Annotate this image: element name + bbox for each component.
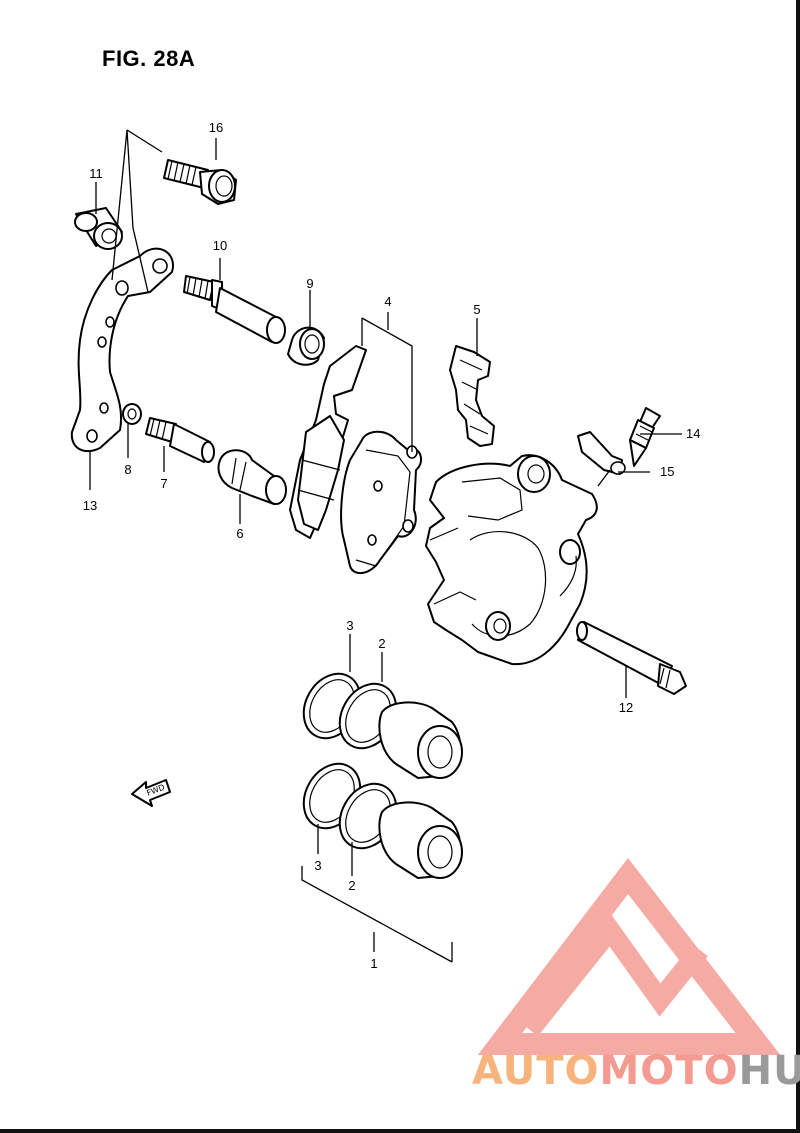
watermark-moto: MOTO (599, 1048, 739, 1094)
part-12-guide-pin (576, 621, 687, 695)
watermark-auto: AUTO (472, 1048, 600, 1094)
part-9-boot (287, 326, 325, 366)
part-4-brake-pad-front (340, 430, 423, 575)
callout-5: 5 (473, 302, 480, 317)
part-5-pad-spring (449, 345, 495, 447)
callout-7: 7 (160, 476, 167, 491)
callout-14: 14 (686, 426, 700, 441)
callout-6: 6 (236, 526, 243, 541)
callout-4: 4 (384, 294, 391, 309)
figure-title: FIG. 28A (102, 46, 196, 71)
piston-seal-set-a (302, 672, 463, 779)
callout-3-upper: 3 (346, 618, 353, 633)
caliper-body (425, 454, 598, 666)
callout-15: 15 (660, 464, 674, 479)
part-8-washer (122, 403, 142, 425)
part-4-brake-pad-rear (289, 345, 367, 539)
part-6-boot (217, 449, 287, 505)
callout-11: 11 (89, 166, 103, 181)
callout-2-lower: 2 (348, 878, 355, 893)
part-7-slide-pin (145, 417, 215, 463)
callout-2-upper: 2 (378, 636, 385, 651)
watermark-logo (477, 857, 781, 1055)
callout-1: 1 (370, 956, 377, 971)
piston-seal-set-b (302, 762, 463, 879)
callout-3-lower: 3 (314, 858, 321, 873)
part-11-sleeve (74, 207, 123, 250)
callout-labels: 16 11 10 9 4 5 14 15 8 7 6 13 12 3 2 3 2… (83, 120, 701, 971)
watermark-hub: HUB (738, 1048, 800, 1094)
callout-9: 9 (306, 276, 313, 291)
part-15-cap (577, 431, 626, 475)
callout-8: 8 (124, 462, 131, 477)
leader-lines (89, 129, 682, 963)
part-14-bleeder-valve (629, 407, 661, 467)
part-10-slide-pin (183, 275, 286, 344)
part-13-bracket (70, 247, 174, 453)
watermark-brand-text: AUTOMOTOHUB (472, 1048, 800, 1094)
forward-arrow-icon: FWD (131, 779, 171, 807)
callout-10: 10 (213, 238, 227, 253)
callout-16: 16 (209, 120, 223, 135)
part-16-flange-bolt (163, 159, 237, 205)
callout-12: 12 (619, 700, 633, 715)
callout-13: 13 (83, 498, 97, 513)
